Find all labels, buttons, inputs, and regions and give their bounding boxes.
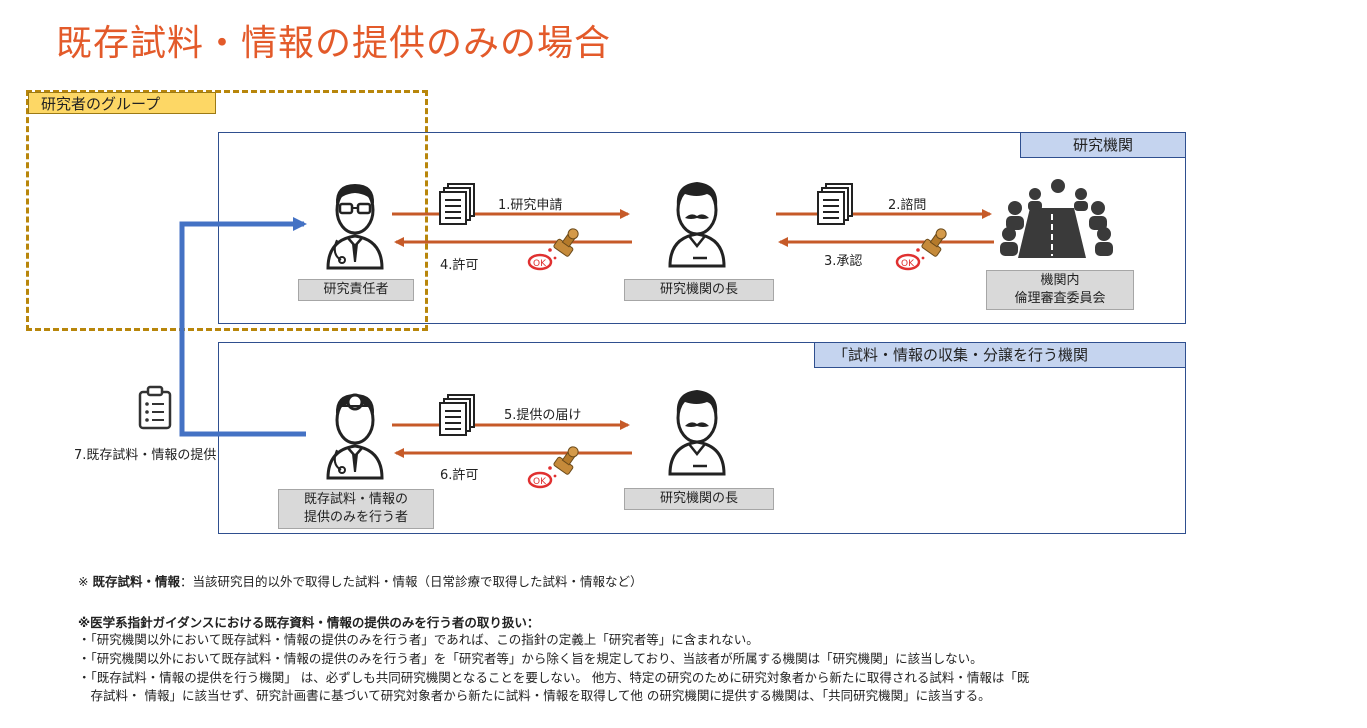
guideline-heading: ※医学系指針ガイダンスにおける既存資料・情報の提供のみを行う者の取り扱い：: [78, 615, 540, 630]
step3-label: 3.承認: [824, 254, 863, 269]
committee-line1: 機関内: [1040, 273, 1080, 288]
step7-label: 7.既存試料・情報の提供: [74, 448, 217, 463]
man-head-icon: [668, 180, 726, 268]
page-title: 既存試料・情報の提供のみの場合: [56, 23, 612, 64]
guideline-bullet: 存試料・ 情報」に該当せず、研究計画書に基づいて研究対象者から新たに試料・情報を…: [78, 688, 991, 703]
document-stack-icon: [439, 183, 475, 225]
ethics-committee-tag: 機関内 倫理審査委員会: [986, 270, 1134, 310]
arrow-step7: [179, 217, 307, 437]
document-stack-icon: [439, 394, 475, 436]
committee-line2: 倫理審査委員会: [1014, 291, 1106, 306]
stamp-icon: [527, 441, 585, 489]
guideline-bullet: ・「既存試料・情報の提供を行う機関」 は、必ずしも共同研究機関となることを要しな…: [78, 670, 1030, 685]
step2-label: 2.諮問: [888, 198, 927, 213]
step5-label: 5.提供の届け: [504, 408, 582, 423]
guideline-bullet: ・「研究機関以外において既存試料・情報の提供のみを行う者」を「研究者等」から除く…: [78, 651, 983, 666]
institution-head-tag: 研究機関の長: [624, 488, 774, 510]
definition-text: ：当該研究目的以外で取得した試料・情報（日常診療で取得した試料・情報など）: [179, 574, 643, 589]
step4-label: 4.許可: [440, 258, 479, 273]
doctor-icon: [326, 392, 384, 480]
step6-label: 6.許可: [440, 468, 479, 483]
committee-icon: [1000, 179, 1113, 258]
step1-label: 1.研究申請: [498, 198, 563, 213]
research-institution-label: 研究機関: [1020, 132, 1186, 158]
research-institution-box: [218, 132, 1186, 324]
provider-tag: 既存試料・情報の 提供のみを行う者: [278, 489, 434, 529]
clipboard-icon: [138, 385, 172, 430]
institution-head-tag: 研究機関の長: [624, 279, 774, 301]
guideline-bullet: ・「研究機関以外において既存試料・情報の提供のみを行う者」であれば、この指針の定…: [78, 632, 759, 647]
collection-institution-box: [218, 342, 1186, 534]
collection-institution-label: 「試料・情報の収集・分譲を行う機関: [814, 342, 1186, 368]
definition-note: ※ 既存試料・情報：当該研究目的以外で取得した試料・情報（日常診療で取得した試料…: [78, 571, 642, 590]
researcher-group-label: 研究者のグループ: [28, 92, 216, 114]
document-stack-icon: [817, 183, 853, 225]
researcher-group-border: [26, 90, 428, 331]
stamp-icon: [527, 223, 585, 271]
stamp-icon: [895, 223, 953, 271]
man-head-icon: [668, 388, 726, 476]
doctor-icon: [326, 182, 384, 270]
definition-prefix: ※: [78, 574, 93, 589]
definition-term: 既存試料・情報: [92, 574, 180, 589]
provider-line1: 既存試料・情報の: [303, 492, 408, 507]
provider-line2: 提供のみを行う者: [303, 510, 408, 525]
researcher-tag: 研究責任者: [298, 279, 414, 301]
